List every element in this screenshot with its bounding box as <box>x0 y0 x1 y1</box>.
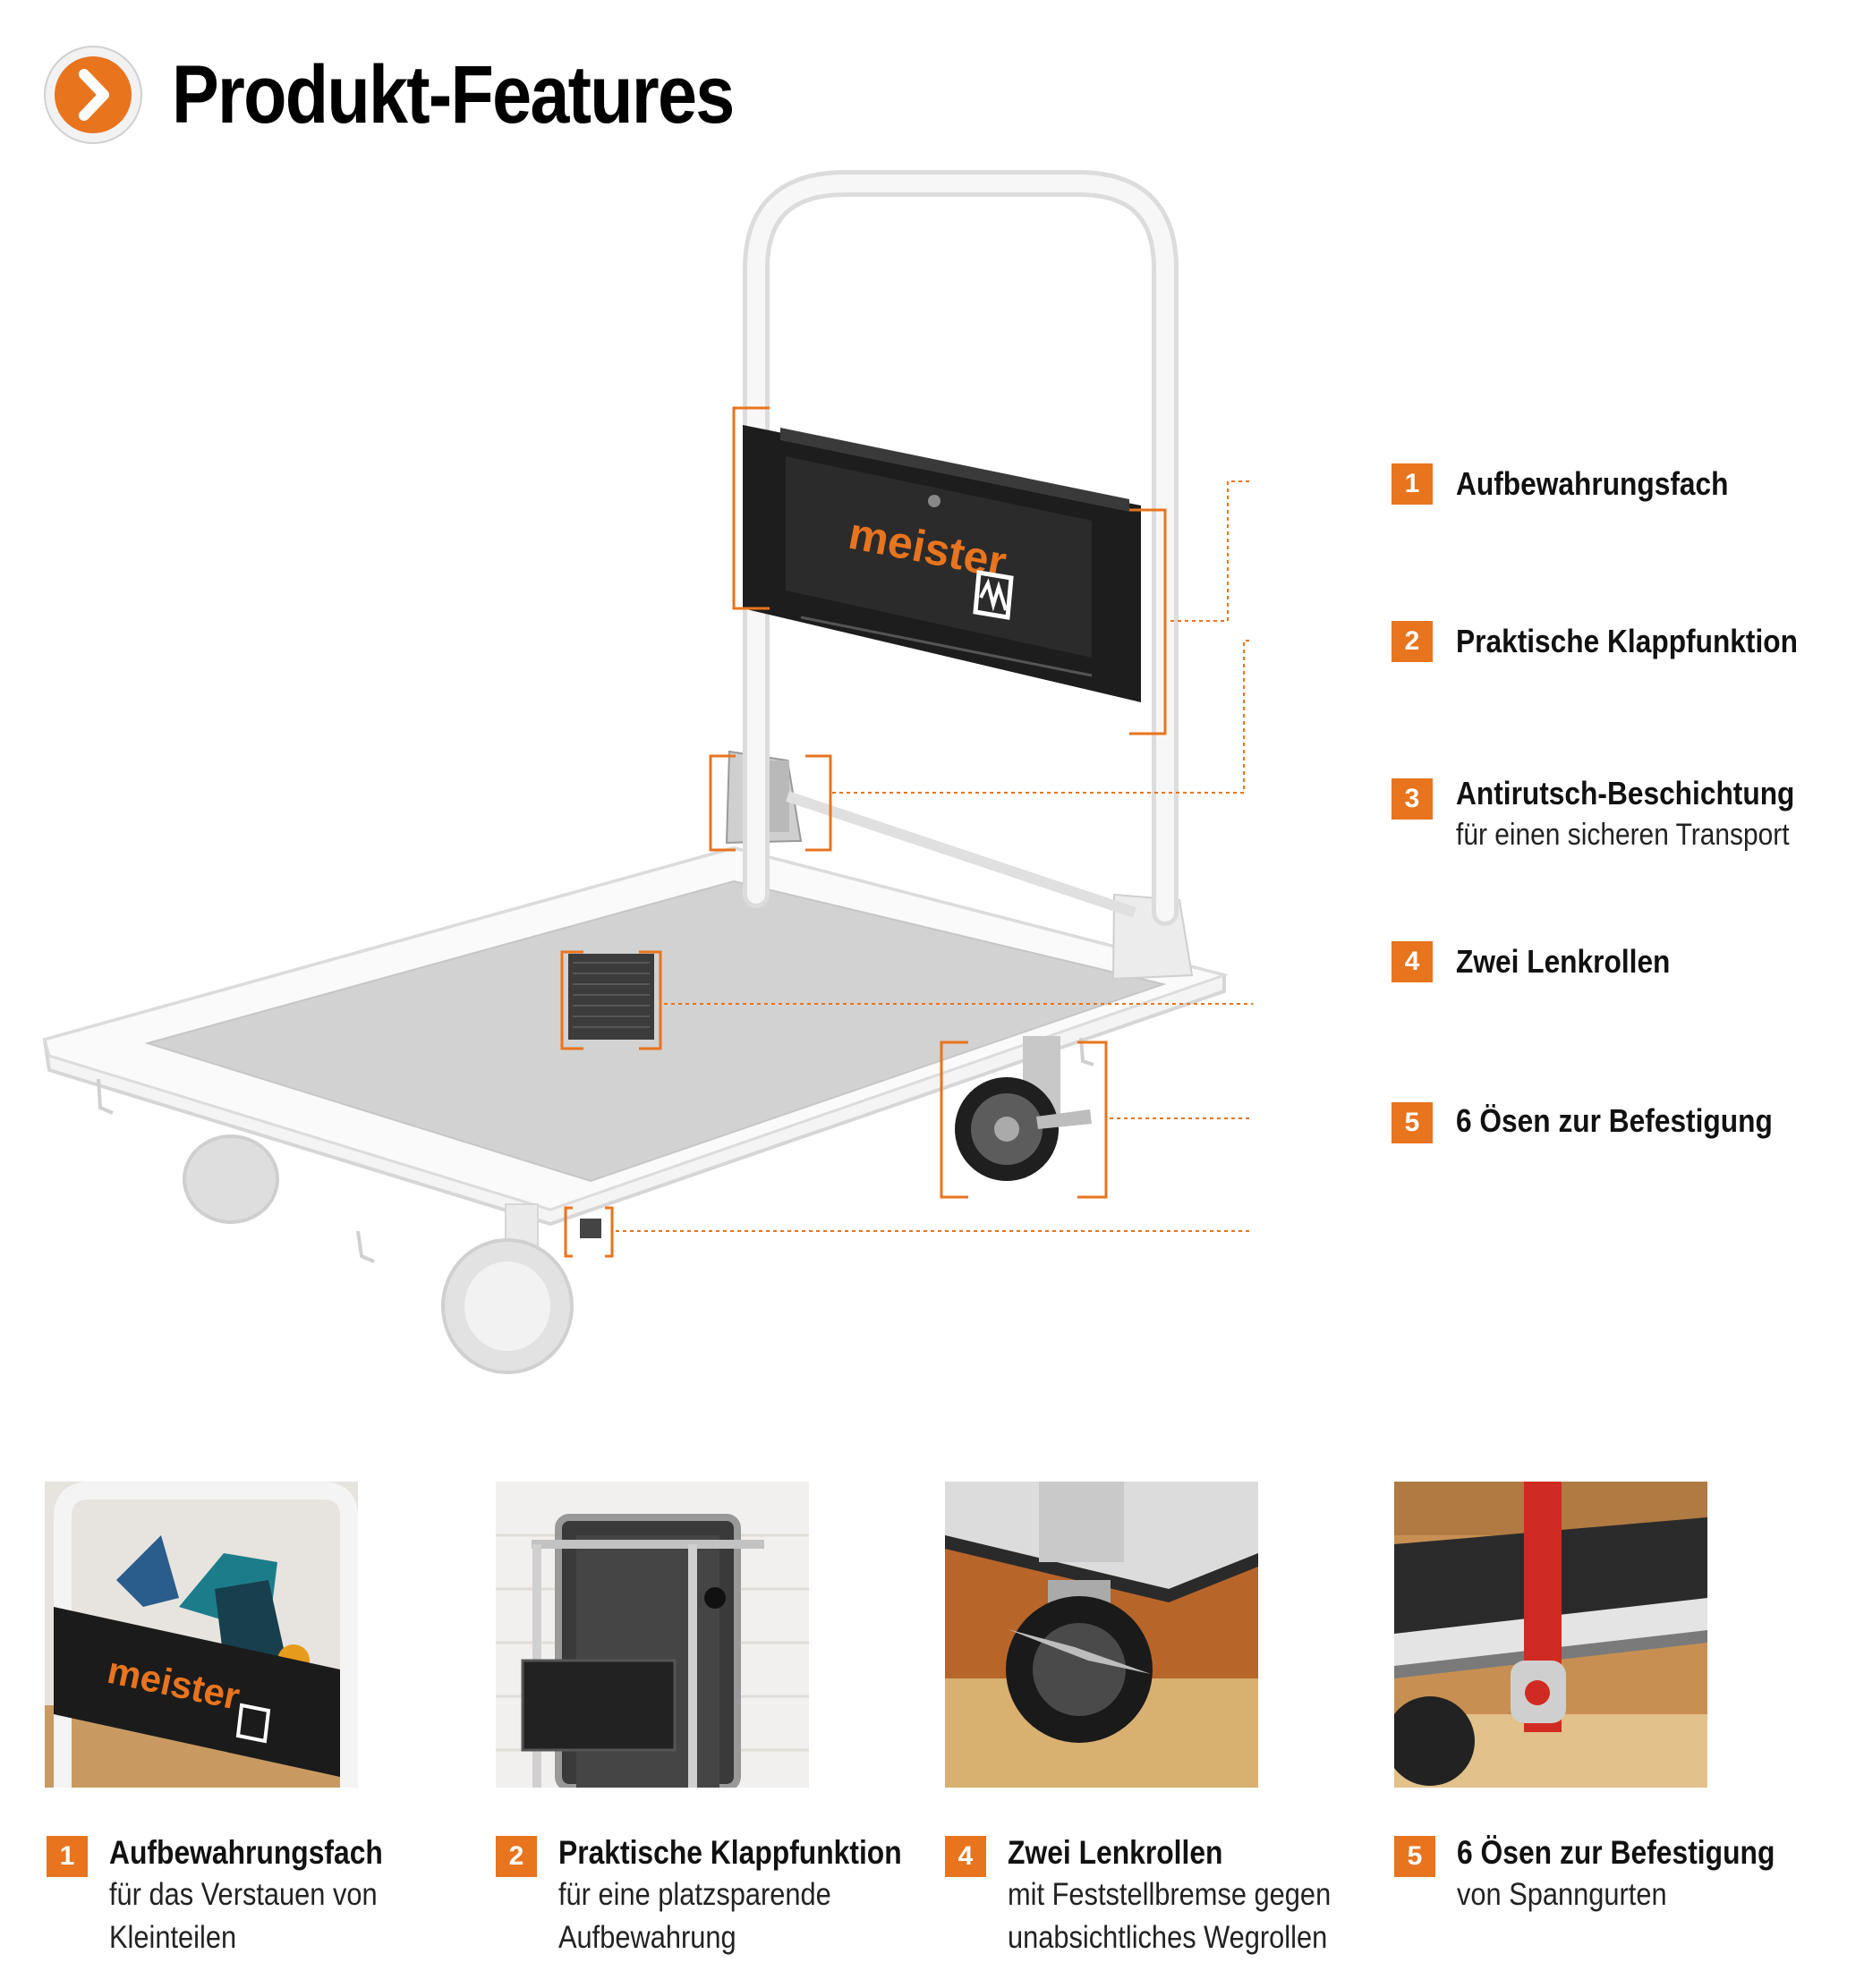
feature-title-4: Zwei Lenkrollen <box>1008 1834 1223 1871</box>
thumbnail-storage-compartment: meister <box>45 1482 358 1788</box>
feature-desc-4-line1: mit Feststellbremse gegen <box>1008 1877 1332 1912</box>
feature-badge-4: 4 <box>945 1836 986 1877</box>
callout-title-4: Zwei Lenkrollen <box>1456 943 1671 980</box>
thumbnail-folding-function <box>496 1482 809 1788</box>
thumbnail-swivel-casters <box>945 1482 1258 1788</box>
platform-trolley-illustration: meister <box>42 170 1253 1374</box>
thumbnail-tie-down-eyelets <box>1394 1482 1707 1788</box>
callout-badge-4: 4 <box>1392 941 1433 982</box>
feature-desc-2-line2: Aufbewahrung <box>558 1920 736 1955</box>
callout-badge-3: 3 <box>1392 778 1433 820</box>
callout-title-3: Antirutsch-Beschichtung <box>1456 775 1795 811</box>
feature-desc-1-line1: für das Verstauen von <box>109 1877 378 1912</box>
callout-badge-5: 5 <box>1392 1102 1433 1143</box>
callout-badge-2: 2 <box>1392 621 1433 662</box>
page-title: Produkt-Features <box>172 49 735 140</box>
feature-title-1: Aufbewahrungsfach <box>109 1834 383 1871</box>
callout-title-5: 6 Ösen zur Befestigung <box>1456 1102 1773 1139</box>
callout-title-1: Aufbewahrungsfach <box>1456 465 1729 502</box>
feature-badge-2: 2 <box>496 1836 537 1877</box>
feature-desc-5-line1: von Spanngurten <box>1457 1877 1667 1912</box>
feature-title-2: Praktische Klappfunktion <box>558 1834 902 1871</box>
feature-badge-1: 1 <box>47 1836 88 1877</box>
callout-subtitle-3: für einen sicheren Transport <box>1456 818 1790 852</box>
feature-desc-1-line2: Kleinteilen <box>109 1920 237 1955</box>
chevron-right-icon <box>44 46 142 144</box>
feature-title-5: 6 Ösen zur Befestigung <box>1457 1834 1775 1871</box>
callout-title-2: Praktische Klappfunktion <box>1456 623 1798 659</box>
feature-desc-2-line1: für eine platzsparende <box>558 1877 831 1912</box>
feature-badge-5: 5 <box>1394 1836 1435 1877</box>
feature-desc-4-line2: unabsichtliches Wegrollen <box>1008 1920 1328 1955</box>
callout-badge-1: 1 <box>1392 463 1433 505</box>
